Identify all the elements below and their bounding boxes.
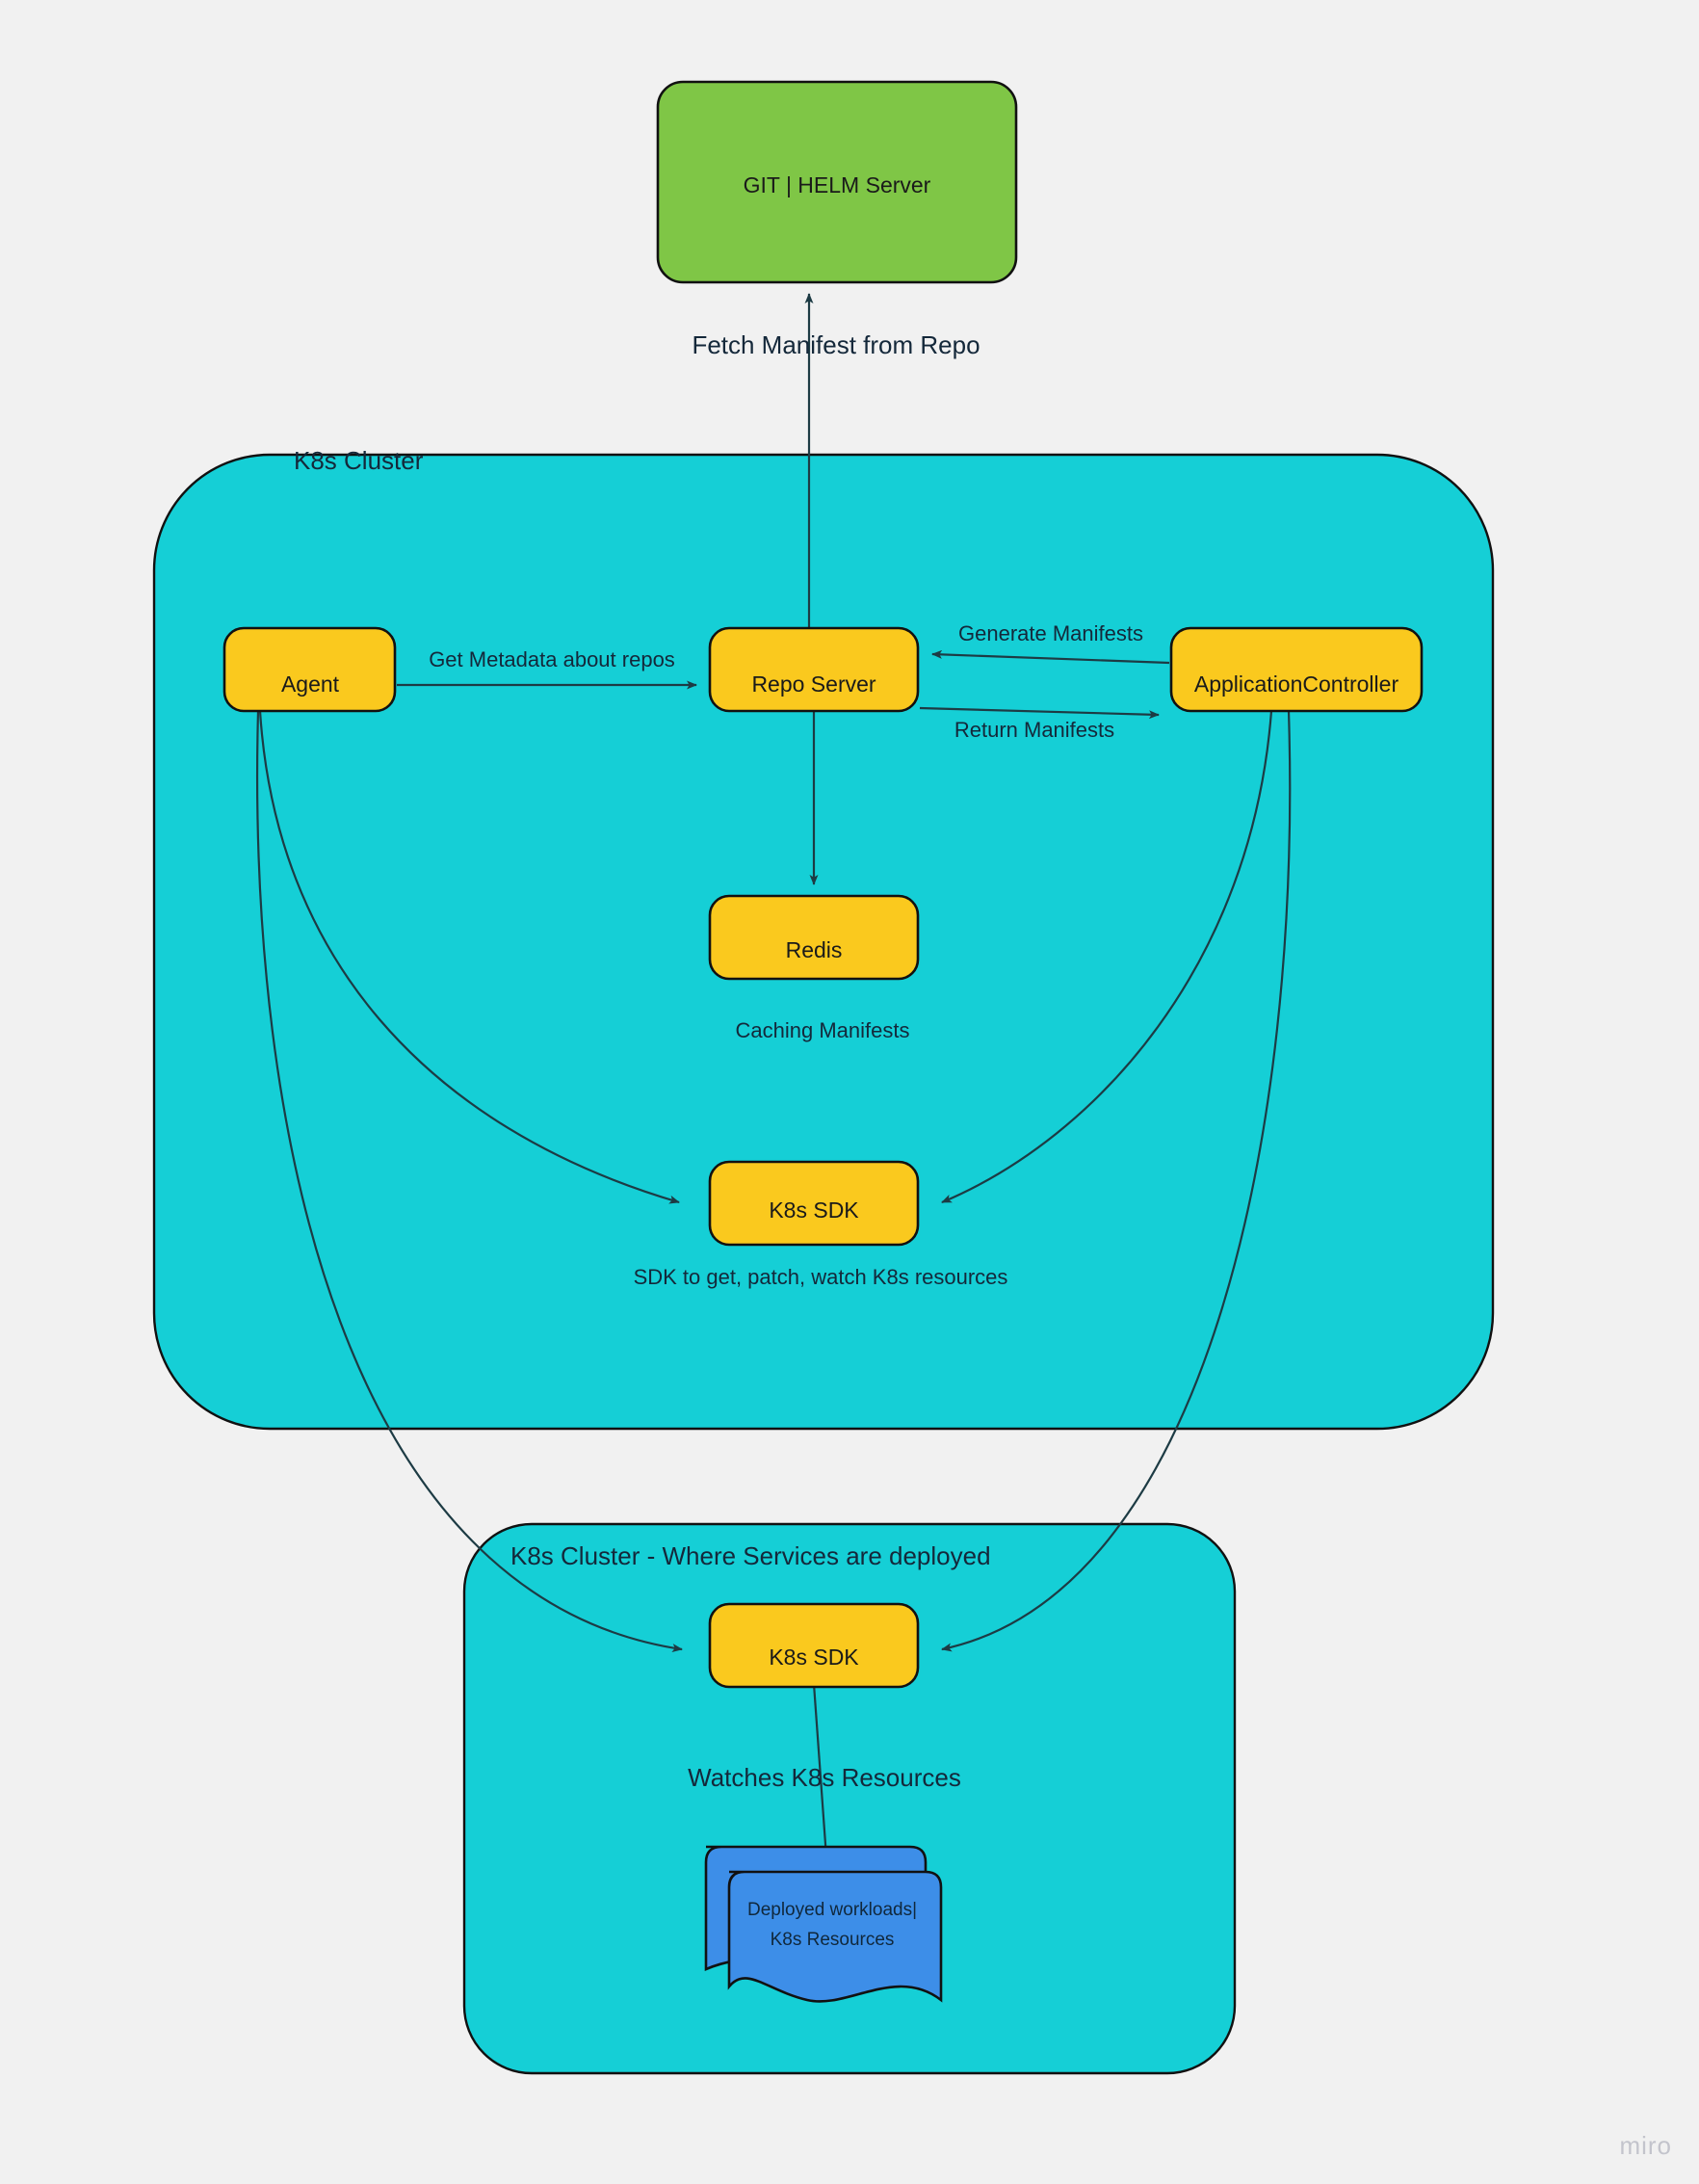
application-controller-shape[interactable]	[1169, 626, 1424, 713]
edge-repo-to-appctrl	[919, 706, 1160, 720]
workloads-front-sheet[interactable]	[727, 1870, 943, 2003]
redis-label: Redis	[786, 937, 843, 962]
k8s-sdk-lower-label: K8s SDK	[769, 1645, 859, 1670]
label-generate-manifests: Generate Manifests	[958, 621, 1143, 645]
application-controller-label: ApplicationController	[1194, 671, 1399, 697]
node-deployed-workloads[interactable]: Deployed workloads| K8s Resources	[704, 1845, 943, 2003]
cluster-upper-title: K8s Cluster	[294, 446, 424, 475]
node-agent[interactable]: Agent	[222, 626, 397, 713]
edge-appctrl-to-repo	[931, 649, 1170, 665]
cluster-lower-title: K8s Cluster - Where Services are deploye…	[510, 1541, 991, 1570]
node-redis[interactable]: Redis	[708, 894, 920, 981]
workloads-label-line2: K8s Resources	[771, 1930, 895, 1950]
k8s-sdk-upper-shape[interactable]	[708, 1160, 920, 1247]
caption-sdk-description: SDK to get, patch, watch K8s resources	[634, 1265, 1008, 1289]
node-git-helm-server[interactable]: GIT | HELM Server	[656, 80, 1018, 284]
git-helm-server-label: GIT | HELM Server	[744, 172, 931, 197]
miro-watermark: miro	[1619, 2131, 1672, 2160]
cluster-lower[interactable]: K8s Cluster - Where Services are deploye…	[462, 1522, 1237, 2075]
redis-shape[interactable]	[708, 894, 920, 981]
k8s-sdk-lower-shape[interactable]	[708, 1602, 920, 1689]
agent-label: Agent	[281, 671, 340, 697]
caption-caching-manifests: Caching Manifests	[736, 1018, 910, 1042]
edge-agent-to-sdk-lower	[255, 710, 683, 1652]
label-return-manifests: Return Manifests	[954, 718, 1114, 742]
agent-shape[interactable]	[222, 626, 397, 713]
label-get-metadata: Get Metadata about repos	[429, 647, 675, 671]
edge-appctrl-to-sdk-lower	[941, 710, 1292, 1652]
edge-sdk-to-workloads	[812, 1683, 830, 1858]
node-k8s-sdk-upper[interactable]: K8s SDK	[708, 1160, 920, 1247]
node-repo-server[interactable]: Repo Server	[708, 626, 920, 713]
edge-agent-to-sdk-upper	[258, 710, 680, 1204]
repo-server-shape[interactable]	[708, 626, 920, 713]
workloads-label-line1: Deployed workloads|	[747, 1900, 917, 1920]
label-fetch-manifest: Fetch Manifest from Repo	[692, 330, 980, 359]
git-helm-server-shape[interactable]	[656, 80, 1018, 284]
edge-appctrl-to-sdk-upper	[941, 710, 1273, 1204]
label-watches-resources: Watches K8s Resources	[688, 1763, 961, 1792]
repo-server-label: Repo Server	[751, 671, 876, 697]
node-application-controller[interactable]: ApplicationController	[1169, 626, 1424, 713]
k8s-sdk-upper-label: K8s SDK	[769, 1197, 859, 1223]
node-k8s-sdk-lower[interactable]: K8s SDK	[708, 1602, 920, 1689]
cluster-lower-shape[interactable]	[462, 1522, 1237, 2075]
